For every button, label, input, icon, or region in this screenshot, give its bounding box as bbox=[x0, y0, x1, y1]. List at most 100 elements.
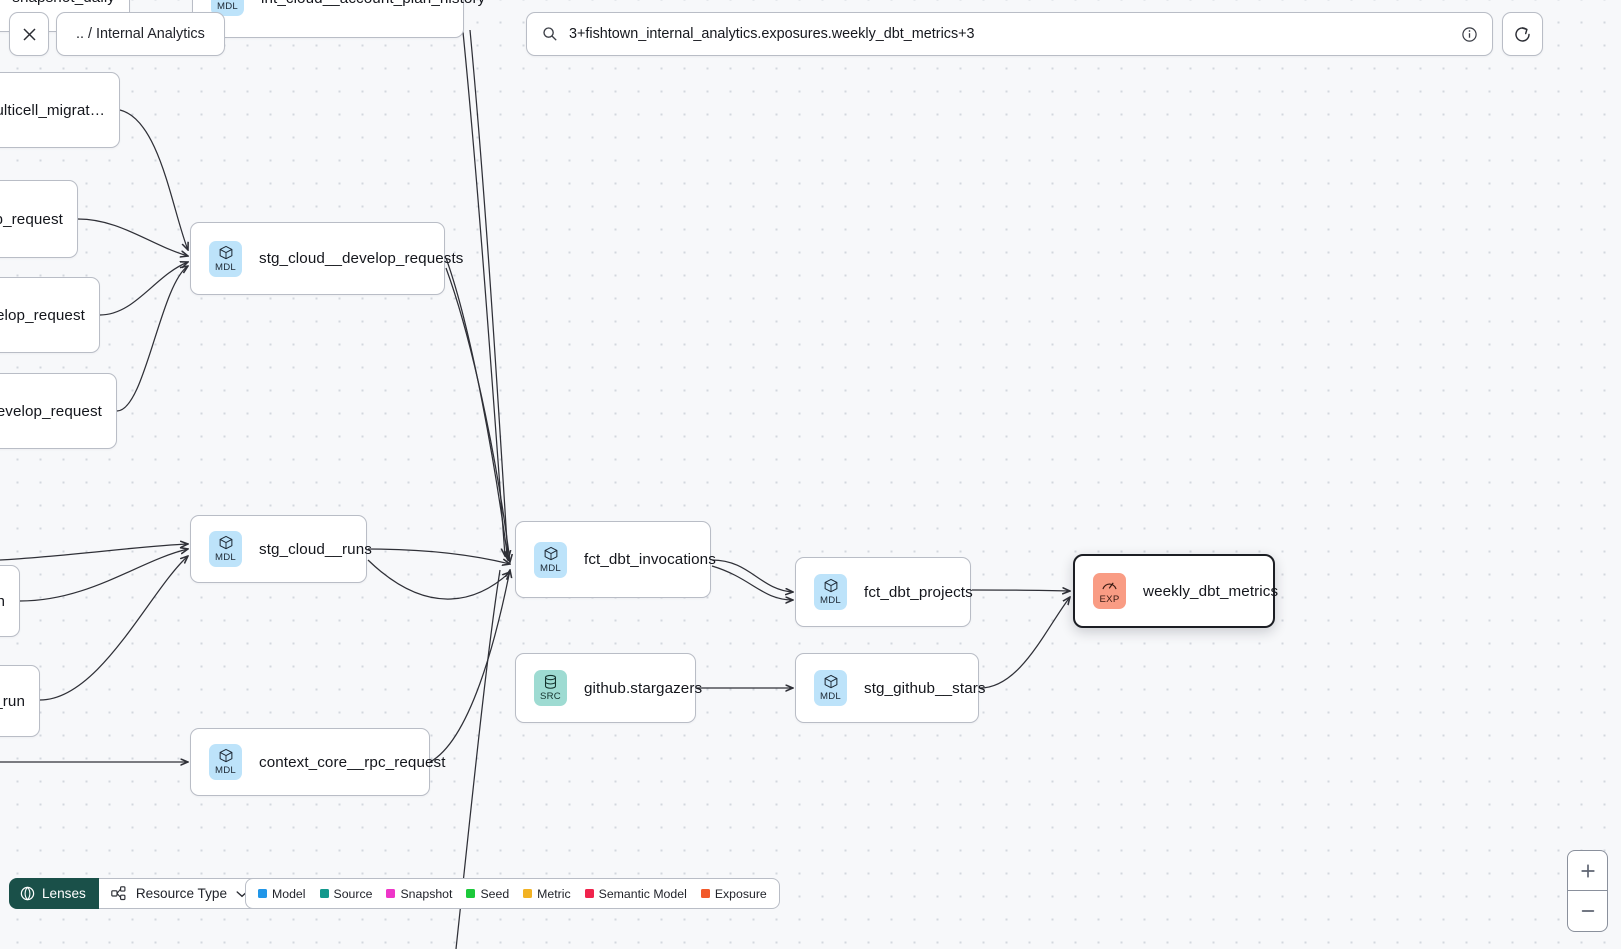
resource-type-label: Resource Type bbox=[135, 886, 228, 901]
graph-node[interactable]: _run bbox=[0, 665, 40, 737]
minus-icon bbox=[1581, 910, 1594, 912]
zoom-in-button[interactable] bbox=[1568, 851, 1607, 891]
legend-label: Model bbox=[272, 886, 306, 901]
badge-text: MDL bbox=[214, 765, 236, 776]
node-type-badge-mdl: MDL bbox=[534, 541, 567, 578]
node-label: stg_cloud__develop_requests bbox=[259, 250, 464, 267]
graph-node[interactable]: SRC github.stargazers bbox=[515, 653, 702, 723]
legend-swatch-seed bbox=[466, 889, 476, 898]
graph-node[interactable]: MDL context_core__rpc_request bbox=[190, 728, 445, 796]
legend-label: Semantic Model bbox=[598, 886, 687, 901]
legend-swatch-semantic-model bbox=[584, 889, 594, 898]
graph-node[interactable]: MDL stg_cloud__develop_requests bbox=[190, 222, 463, 295]
badge-text: MDL bbox=[539, 562, 561, 574]
resource-type-filter-button[interactable]: Resource Type bbox=[98, 878, 263, 909]
graph-node[interactable]: EXP weekly_dbt_metrics bbox=[1073, 554, 1279, 628]
node-label: multicell_migrat… bbox=[0, 101, 105, 119]
close-icon bbox=[22, 27, 36, 41]
close-panel-button[interactable] bbox=[9, 12, 49, 56]
zoom-controls bbox=[1567, 850, 1608, 932]
legend-item[interactable]: Seed bbox=[466, 887, 509, 901]
badge-glyph bbox=[823, 578, 839, 594]
breadcrumb[interactable]: .. / Internal Analytics bbox=[56, 12, 225, 56]
cube-icon bbox=[824, 578, 837, 593]
graph-node[interactable]: multicell_migrat… bbox=[0, 72, 120, 148]
graph-node[interactable]: velop_request bbox=[0, 277, 100, 353]
badge-glyph bbox=[1101, 578, 1118, 593]
legend-item[interactable]: Source bbox=[319, 886, 373, 901]
legend-label: Snapshot bbox=[400, 886, 453, 901]
legend-swatch-snapshot bbox=[386, 889, 396, 898]
legend-swatch-source bbox=[319, 889, 329, 898]
legend-label: Seed bbox=[480, 886, 510, 901]
node-label: _develop_request bbox=[0, 402, 102, 420]
node-label: github.stargazers bbox=[584, 679, 703, 697]
nodes-icon bbox=[111, 886, 126, 901]
badge-glyph bbox=[823, 674, 839, 690]
badge-text: MDL bbox=[216, 1, 238, 12]
lens-icon bbox=[20, 886, 35, 901]
node-label: context_core__rpc_request bbox=[259, 753, 446, 771]
badge-glyph bbox=[218, 535, 234, 551]
badge-text: EXP bbox=[1099, 593, 1120, 605]
legend-swatch-exposure bbox=[700, 889, 710, 898]
legend-label: Metric bbox=[537, 886, 571, 901]
badge-text: MDL bbox=[214, 261, 236, 273]
node-label: stg_github__stars bbox=[864, 679, 986, 697]
node-label: op_request bbox=[0, 210, 63, 228]
breadcrumb-label: .. / Internal Analytics bbox=[76, 26, 205, 42]
legend-item[interactable]: Snapshot bbox=[386, 887, 452, 901]
badge-text: MDL bbox=[819, 691, 841, 702]
legend-item[interactable]: Semantic Model bbox=[584, 886, 687, 901]
zoom-out-button[interactable] bbox=[1568, 891, 1607, 931]
node-type-badge-mdl: MDL bbox=[814, 670, 847, 706]
node-label: velop_request bbox=[0, 306, 85, 324]
badge-text: SRC bbox=[539, 691, 561, 702]
graph-node[interactable]: _develop_request bbox=[0, 373, 117, 449]
graph-node[interactable]: MDL stg_github__stars bbox=[795, 653, 985, 723]
node-label: weekly_dbt_metrics bbox=[1143, 582, 1279, 600]
badge-glyph bbox=[218, 748, 234, 764]
lineage-search-bar[interactable]: 3+fishtown_internal_analytics.exposures.… bbox=[526, 12, 1493, 56]
plus-icon bbox=[1580, 863, 1595, 878]
badge-glyph bbox=[543, 674, 558, 690]
legend-label: Source bbox=[333, 886, 373, 901]
search-icon bbox=[543, 27, 557, 41]
badge-text: MDL bbox=[214, 552, 236, 563]
lenses-toolbar: Lenses Resource Type bbox=[9, 878, 263, 909]
database-icon bbox=[544, 674, 557, 689]
search-input[interactable]: 3+fishtown_internal_analytics.exposures.… bbox=[569, 26, 975, 42]
badge-glyph bbox=[218, 245, 234, 261]
refresh-button[interactable] bbox=[1502, 12, 1543, 56]
lenses-button[interactable]: Lenses bbox=[9, 878, 99, 909]
node-type-badge-src: SRC bbox=[534, 670, 567, 706]
legend-swatch-model bbox=[258, 889, 267, 898]
node-type-badge-mdl: MDL bbox=[209, 744, 242, 780]
cube-icon bbox=[219, 535, 232, 550]
graph-node[interactable]: op_request bbox=[0, 180, 78, 258]
node-type-badge-mdl: MDL bbox=[814, 574, 847, 610]
legend-item[interactable]: Exposure bbox=[700, 887, 767, 901]
lenses-label: Lenses bbox=[42, 886, 86, 901]
graph-node[interactable]: n bbox=[0, 565, 20, 637]
node-label: fct_dbt_invocations bbox=[584, 551, 716, 568]
node-label: snapshot_daily bbox=[12, 0, 115, 6]
node-label: int_cloud__account_plan_history bbox=[261, 0, 485, 7]
badge-text: MDL bbox=[819, 595, 841, 606]
graph-node[interactable]: MDL fct_dbt_invocations bbox=[515, 521, 716, 598]
node-label: _run bbox=[0, 692, 25, 710]
refresh-icon bbox=[1515, 26, 1530, 42]
graph-node[interactable]: MDL int_cloud__account_plan_history bbox=[192, 0, 485, 38]
info-circle-icon[interactable] bbox=[1461, 26, 1478, 43]
legend-item[interactable]: Metric bbox=[523, 886, 571, 901]
node-label: n bbox=[0, 592, 5, 610]
badge-glyph bbox=[543, 546, 559, 562]
legend-item[interactable]: Model bbox=[258, 887, 306, 901]
cube-icon bbox=[544, 546, 557, 560]
node-type-badge-exp: EXP bbox=[1093, 573, 1126, 609]
resource-type-legend: Model Source Snapshot Seed Metric Semantic Mo… bbox=[245, 878, 780, 909]
